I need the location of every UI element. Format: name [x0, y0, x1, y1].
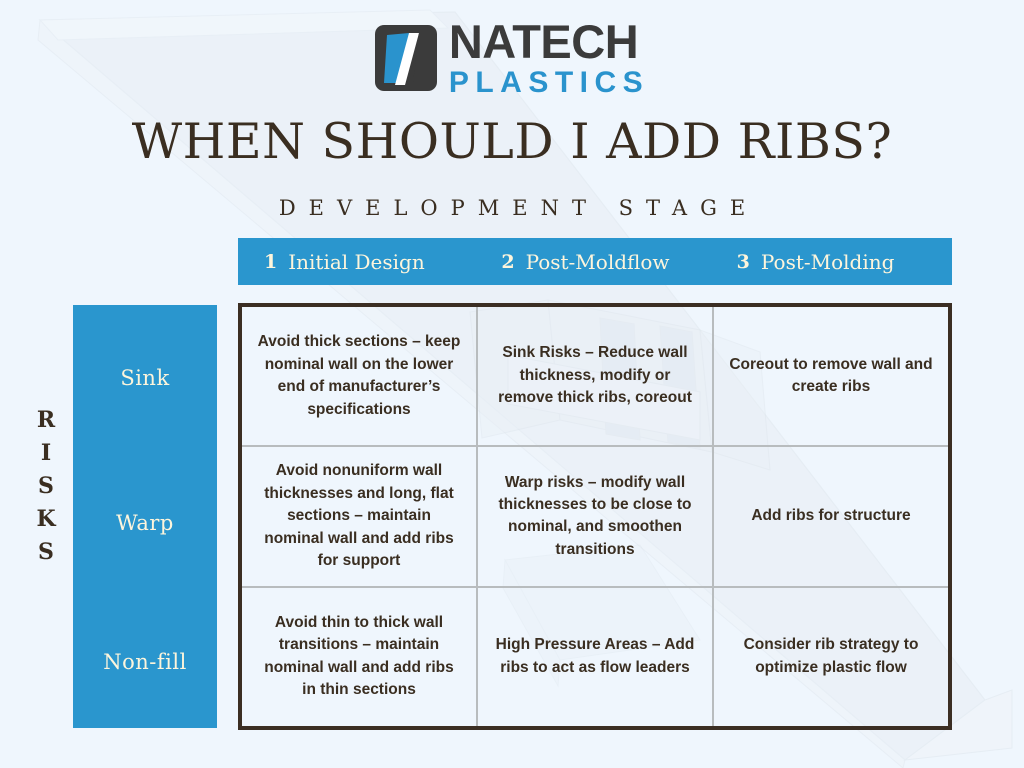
cell-warp-post-moldflow: Warp risks – modify wall thicknesses to … [478, 447, 714, 586]
risk-row-label-sink: Sink [120, 365, 170, 390]
page-title: WHEN SHOULD I ADD RIBS? [131, 113, 893, 170]
cell-text: Avoid thick sections – keep nominal wall… [257, 333, 461, 418]
logo-text-natech: NATECH [448, 15, 639, 68]
cell-text: Avoid nonuniform wall thicknesses and lo… [264, 462, 454, 570]
column-label-3: Post-Molding [760, 249, 895, 274]
cell-non-fill-post-molding: Consider rib strategy to optimize plasti… [714, 588, 948, 726]
cell-sink-initial-design: Avoid thick sections – keep nominal wall… [242, 307, 478, 446]
cell-text: Add ribs for structure [751, 507, 911, 525]
column-header-post-moldflow: 2 Post-Moldflow [479, 238, 716, 285]
column-number-2: 2 [501, 250, 515, 273]
cell-warp-initial-design: Avoid nonuniform wall thicknesses and lo… [242, 447, 478, 586]
risk-row-label-warp: Warp [116, 510, 174, 535]
logo-text-plastics: PLASTICS [448, 66, 650, 99]
risks-axis-label: R I S K S [28, 404, 64, 569]
page-subtitle: DEVELOPMENT STAGE [278, 196, 759, 220]
cell-sink-post-moldflow: Sink Risks – Reduce wall thickness, modi… [478, 307, 714, 446]
risk-row-sidebar: Sink Warp Non-fill [73, 305, 217, 728]
cell-text: Sink Risks – Reduce wall thickness, modi… [498, 344, 692, 407]
risks-letter-1: I [40, 440, 52, 466]
ribs-decision-matrix: Avoid thick sections – keep nominal wall… [238, 303, 952, 730]
risks-letter-3: K [36, 506, 56, 532]
cell-text: Consider rib strategy to optimize plasti… [743, 636, 919, 676]
table-row: Avoid thick sections – keep nominal wall… [242, 307, 948, 448]
column-header-initial-design: 1 Initial Design [238, 238, 479, 285]
natech-n-mark-icon [374, 25, 437, 91]
column-header-post-molding: 3 Post-Molding [717, 238, 952, 285]
risks-letter-0: R [36, 407, 56, 433]
brand-logo: NATECH PLASTICS [0, 18, 1024, 98]
table-row: Avoid thin to thick wall transitions – m… [242, 587, 948, 726]
cell-text: Coreout to remove wall and create ribs [729, 355, 933, 396]
table-row: Avoid nonuniform wall thicknesses and lo… [242, 447, 948, 588]
cell-non-fill-initial-design: Avoid thin to thick wall transitions – m… [242, 587, 478, 726]
cell-sink-post-molding: Coreout to remove wall and create ribs [714, 307, 948, 445]
cell-warp-post-molding: Add ribs for structure [714, 447, 948, 585]
risk-row-label-non-fill: Non-fill [103, 649, 187, 674]
column-number-3: 3 [736, 250, 750, 273]
cell-text: Avoid thin to thick wall transitions – m… [264, 613, 454, 699]
cell-non-fill-post-moldflow: High Pressure Areas – Add ribs to act as… [478, 587, 714, 726]
column-label-1: Initial Design [288, 249, 425, 274]
development-stage-header-bar: 1 Initial Design 2 Post-Moldflow 3 Post-… [238, 238, 952, 285]
risks-letter-4: S [38, 539, 54, 565]
cell-text: Warp risks – modify wall thicknesses to … [498, 473, 692, 558]
column-number-1: 1 [264, 250, 278, 273]
cell-text: High Pressure Areas – Add ribs to act as… [495, 636, 695, 676]
column-label-2: Post-Moldflow [525, 249, 670, 274]
risks-letter-2: S [38, 473, 54, 499]
